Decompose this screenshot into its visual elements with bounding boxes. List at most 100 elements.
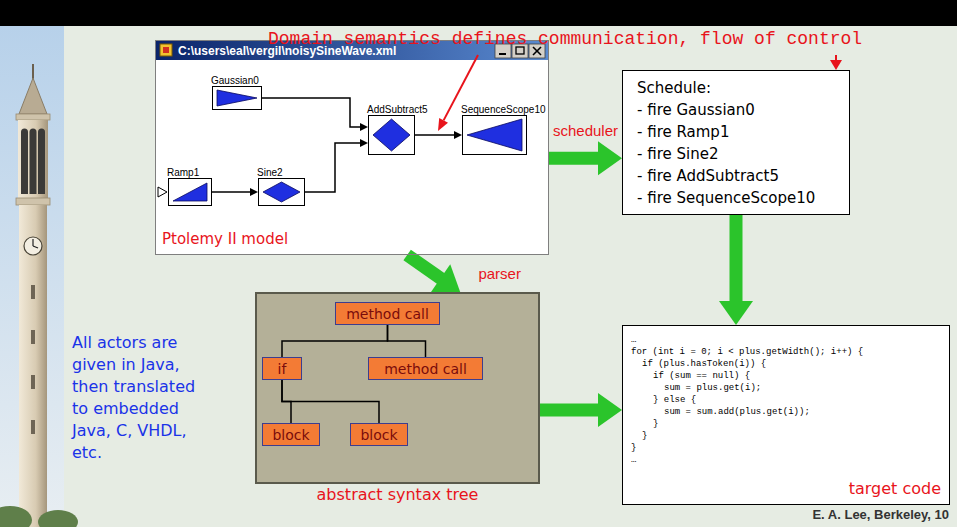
ast-node: method call — [335, 302, 440, 325]
arrow-head — [250, 188, 258, 196]
actor-icon: SequenceScope10 — [462, 115, 527, 155]
ast-node: block — [262, 423, 320, 446]
actor-connection — [212, 188, 258, 196]
schedule-step: - fire Ramp1 — [637, 121, 841, 143]
sky-panel — [0, 26, 64, 527]
connector-line — [305, 143, 361, 192]
ast-label: block — [272, 427, 309, 443]
schedule-step: - fire Gaussian0 — [637, 99, 841, 121]
code-line: … — [631, 334, 943, 346]
code-line: for (int i = 0; i < plus.getWidth(); i++… — [631, 346, 943, 358]
actor-name: Gaussian0 — [211, 75, 259, 86]
flow-arrow — [407, 255, 460, 292]
actor-symbol — [369, 116, 414, 154]
actor-icon: Gaussian0 — [212, 86, 262, 110]
connector-line — [282, 325, 388, 357]
code-line: sum = sum.add(plus.get(i)); — [631, 406, 943, 418]
connector-line — [730, 215, 743, 302]
credit: E. A. Lee, Berkeley, 10 — [812, 507, 949, 522]
flow-arrow — [549, 141, 622, 175]
code-box: …for (int i = 0; i < plus.getWidth(); i+… — [622, 325, 950, 505]
campanile-tower — [0, 64, 78, 527]
icon-shape — [217, 90, 257, 106]
connector-line — [407, 255, 441, 279]
schedule-box: Schedule:- fire Gaussian0- fire Ramp1- f… — [622, 70, 850, 215]
actor-symbol — [213, 87, 261, 109]
actor-connection — [262, 98, 368, 131]
tree-branch — [282, 325, 388, 357]
edge-label: scheduler — [553, 122, 618, 139]
flow-arrow — [540, 393, 622, 427]
model-caption: Ptolemy II model — [162, 230, 288, 248]
connector-line — [262, 98, 361, 127]
arrow-head — [719, 301, 753, 325]
arrow-head — [454, 131, 462, 139]
code-line: } — [631, 442, 943, 454]
code-line: if (plus.hasToken(i)) { — [631, 358, 943, 370]
connector-line — [212, 191, 251, 193]
tree-branch — [388, 325, 426, 357]
button-glyph — [499, 53, 506, 55]
ast-label: block — [360, 427, 397, 443]
connector-line — [388, 325, 426, 357]
icon-shape — [263, 182, 300, 202]
code-line: … — [631, 454, 943, 466]
actor-symbol — [463, 116, 526, 154]
annotation: Domain semantics defines communication, … — [268, 29, 862, 49]
ast-node: if — [262, 357, 302, 380]
schedule-step: - fire Sine2 — [637, 143, 841, 165]
arrow-head — [431, 264, 460, 292]
edge-label: parser — [478, 265, 521, 282]
connector-line — [282, 380, 379, 423]
code-caption: target code — [849, 479, 941, 498]
arrow-head — [360, 139, 368, 147]
ast-label: if — [278, 361, 287, 377]
input-port — [158, 187, 167, 197]
arrow-head — [360, 123, 368, 131]
actor-icon: Ramp1 — [168, 178, 212, 206]
code-line: } else { — [631, 394, 943, 406]
note-text: All actors are given in Java, then trans… — [72, 332, 214, 464]
tree-branch — [282, 380, 379, 423]
schedule-step: - fire AddSubtract5 — [637, 165, 841, 187]
connector-line — [540, 404, 599, 417]
actor-connection — [305, 139, 368, 192]
panel-fill — [255, 292, 540, 484]
actor-symbol — [259, 179, 304, 205]
arrow-head — [598, 393, 622, 427]
ast-node: method call — [368, 357, 483, 380]
icon-shape — [373, 119, 410, 151]
actor-name: SequenceScope10 — [461, 104, 546, 115]
code-line: if (sum == null) { — [631, 370, 943, 382]
flow-arrow — [719, 215, 753, 325]
app-icon — [160, 44, 172, 56]
actor-name: Sine2 — [257, 167, 283, 178]
connector-line — [415, 134, 455, 136]
actor-icon: AddSubtract5 — [368, 115, 415, 155]
code-line: sum = plus.get(i); — [631, 382, 943, 394]
code-line: } — [631, 418, 943, 430]
connector-line — [549, 152, 599, 165]
actor-connection — [415, 131, 462, 139]
ast-node: block — [350, 423, 408, 446]
ast-label: method call — [384, 361, 467, 377]
model-window: C:\users\eal\vergil\noisySineWave.xmlPto… — [155, 40, 549, 255]
code-line: } — [631, 430, 943, 442]
actor-name: AddSubtract5 — [367, 104, 428, 115]
header-bar — [0, 0, 957, 26]
arrow-head — [598, 141, 622, 175]
schedule-pointer — [830, 55, 842, 70]
window-body — [155, 40, 549, 255]
icon-shape — [173, 183, 207, 201]
actor-name: Ramp1 — [167, 167, 199, 178]
icon-shape — [467, 119, 522, 151]
actor-icon: Sine2 — [258, 178, 305, 206]
actor-symbol — [169, 179, 211, 205]
ast-panel: abstract syntax treemethod callifmethod … — [255, 292, 540, 484]
schedule-heading: Schedule: — [637, 77, 841, 99]
ast-label: method call — [346, 306, 429, 322]
app-icon-mark — [163, 47, 169, 53]
panel-caption: abstract syntax tree — [257, 485, 538, 504]
schedule-step: - fire SequenceScope10 — [637, 187, 841, 209]
